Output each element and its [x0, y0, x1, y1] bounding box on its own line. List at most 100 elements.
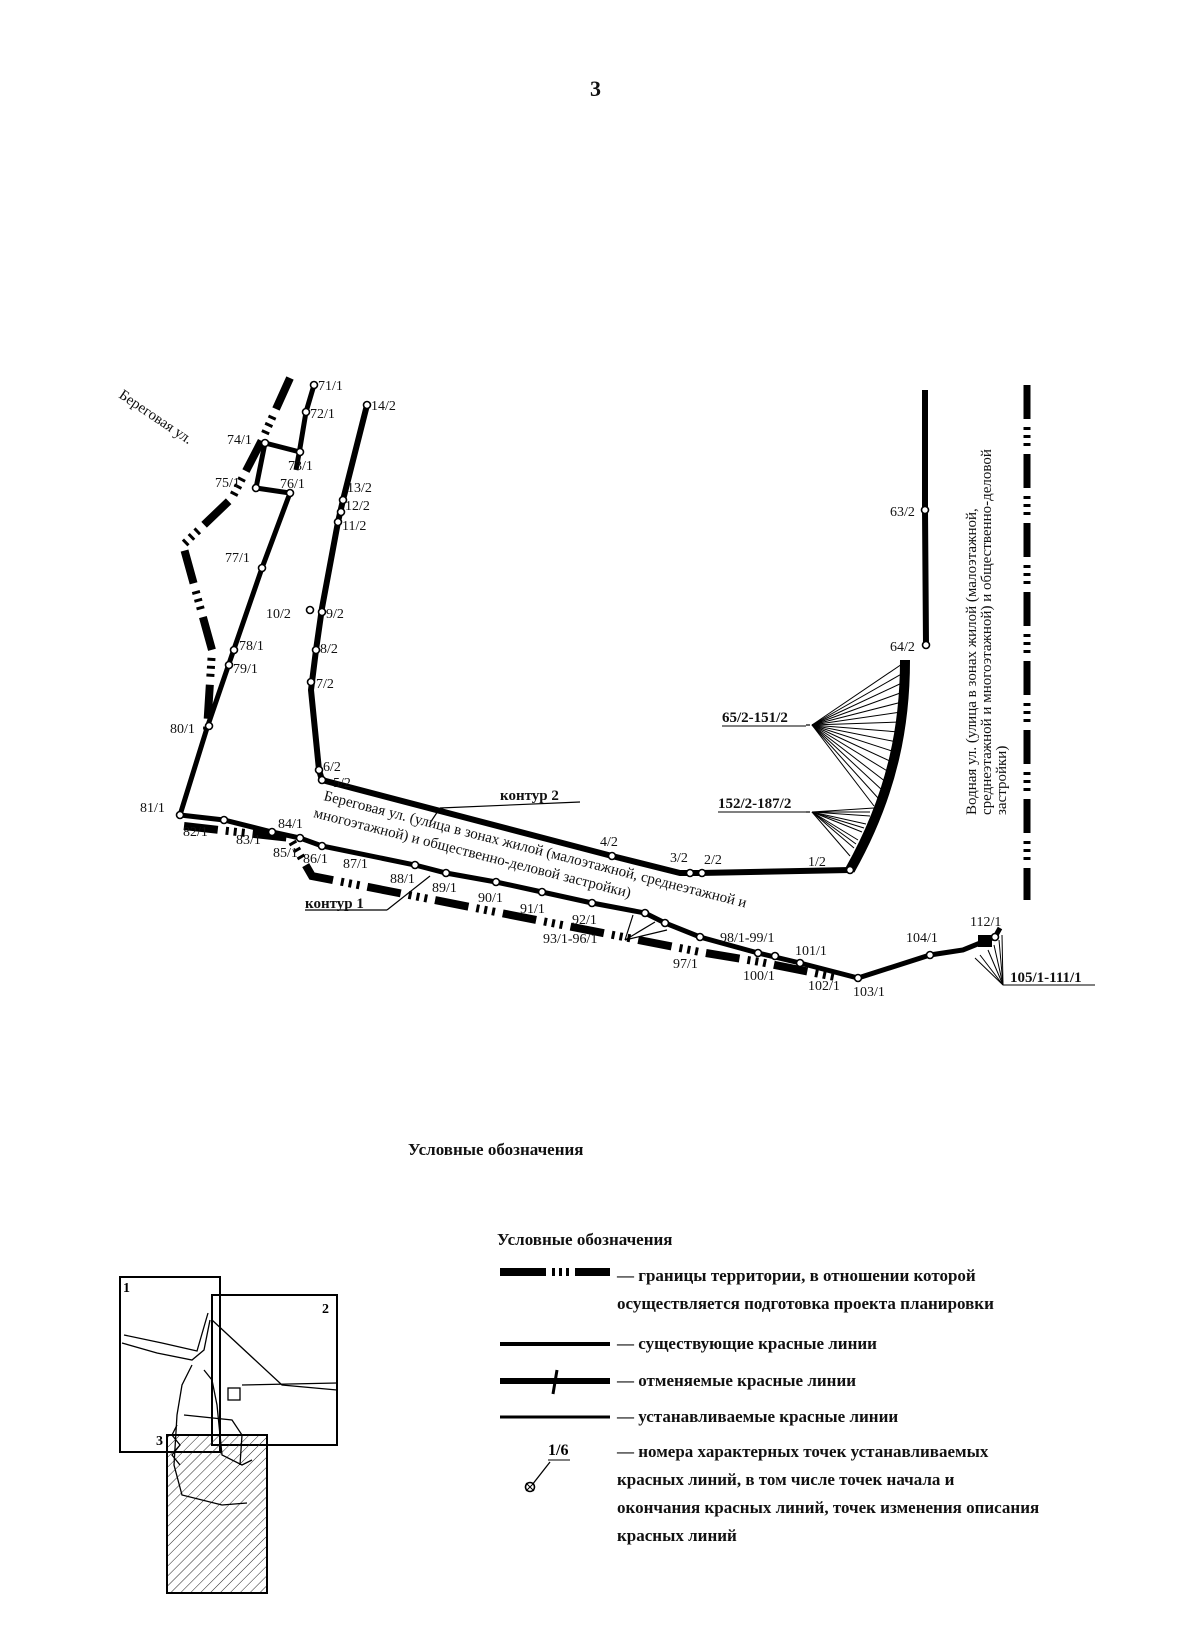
- point-label: 88/1: [390, 872, 415, 887]
- legend-sample-established: [500, 1415, 610, 1419]
- point-label: 1/2: [808, 855, 826, 870]
- point-label: 14/2: [371, 399, 396, 414]
- legend-line: окончания красных линий, точек изменения…: [617, 1498, 1040, 1517]
- point-label: 12/2: [345, 499, 370, 514]
- legend-sample-existing: [500, 1342, 610, 1346]
- point-label: 9/2: [326, 607, 344, 622]
- legend-line: осуществляется подготовка проекта планир…: [617, 1294, 994, 1313]
- street-beregovaya-short: Береговая ул.: [116, 387, 195, 448]
- point-label: 78/1: [239, 639, 264, 654]
- street-vodnaya-2: среднеэтажной и многоэтажной) и обществе…: [979, 449, 995, 815]
- point-label: 82/1: [183, 825, 208, 840]
- point-label: 7/2: [316, 677, 334, 692]
- point-cluster-105-111: [974, 934, 1095, 986]
- point-label: 8/2: [320, 642, 338, 657]
- legend-item-boundary: — границы территории, в отношении которо…: [500, 1262, 1180, 1322]
- point-label: 5/2: [333, 776, 351, 791]
- point-label: 112/1: [970, 915, 1001, 930]
- inset-label-3: 3: [156, 1434, 163, 1449]
- legend-sample-cancelled: [500, 1369, 610, 1395]
- point-label: 102/1: [808, 979, 840, 994]
- point-label: 100/1: [743, 969, 775, 984]
- legend-line: — существующие красные линии: [617, 1334, 877, 1353]
- legend-text: — отменяемые красные линии: [617, 1367, 1177, 1395]
- point-label: 74/1: [227, 433, 252, 448]
- range-98-99: 98/1-99/1: [720, 931, 774, 946]
- range-93-96: 93/1-96/1: [543, 932, 597, 947]
- point-label: 77/1: [225, 551, 250, 566]
- street-vodnaya-3: застройки): [994, 746, 1010, 815]
- point-label: 84/1: [278, 817, 303, 832]
- inset-label-2: 2: [322, 1302, 329, 1317]
- point-label: 101/1: [795, 944, 827, 959]
- point-fan-152-187: [811, 807, 875, 857]
- point-label: 86/1: [303, 852, 328, 867]
- page-number: 3: [590, 76, 601, 101]
- point-label: 92/1: [572, 913, 597, 928]
- point-label: 97/1: [673, 957, 698, 972]
- inset-frame-3: [166, 1434, 268, 1594]
- legend-item-existing: — существующие красные линии: [500, 1330, 1180, 1370]
- point-label: 79/1: [233, 662, 258, 677]
- inset-frame-1: [119, 1276, 221, 1453]
- range-65-151: 65/2-151/2: [722, 710, 788, 726]
- street-vodnaya-1: Водная ул. (улица в зонах жилой (малоэта…: [964, 508, 980, 815]
- leader-lines: [305, 724, 810, 941]
- inset-frame-2: [211, 1294, 338, 1446]
- point-label: 87/1: [343, 857, 368, 872]
- inset-sketch: [121, 1312, 338, 1506]
- legend-text: — существующие красные линии: [617, 1330, 1177, 1358]
- legend-text: — номера характерных точек устанавливаем…: [617, 1438, 1177, 1550]
- point-label: 104/1: [906, 931, 938, 946]
- red-lines-map: Береговая ул. Береговая ул. (улица в зон…: [116, 376, 1095, 1000]
- point-label: 73/1: [288, 459, 313, 474]
- legend-line: красных линий: [617, 1526, 737, 1545]
- contour-2-label: контур 2: [500, 788, 559, 804]
- point-label: 3/2: [670, 851, 688, 866]
- territory-boundary: [178, 376, 841, 982]
- legend-text: — границы территории, в отношении которо…: [617, 1262, 1177, 1318]
- point-label: 4/2: [600, 835, 618, 850]
- legend-item-cancelled: — отменяемые красные линии: [500, 1367, 1180, 1407]
- legend-item-point-numbers: 1/6 — номера характерных точек устанавли…: [500, 1438, 1180, 1558]
- cluster-marker: [978, 935, 992, 947]
- inset-label-1: 1: [123, 1281, 130, 1296]
- point-label: 63/2: [890, 505, 915, 520]
- legend-sample-label: 1/6: [548, 1442, 568, 1459]
- legend-text: — устанавливаемые красные линии: [617, 1403, 1177, 1431]
- legend-line: — отменяемые красные линии: [617, 1371, 857, 1390]
- point-label: 90/1: [478, 891, 503, 906]
- inset-key-map: 1 2 3: [119, 1276, 338, 1594]
- contour-1-label: контур 1: [305, 896, 364, 912]
- point-label: 89/1: [432, 881, 457, 896]
- contour-2-arc: [845, 659, 910, 873]
- point-label: 10/2: [266, 607, 291, 622]
- point-label: 76/1: [280, 477, 305, 492]
- point-label: 83/1: [236, 833, 261, 848]
- legend-sample-point: 1/6: [524, 1442, 570, 1493]
- point-label: 80/1: [170, 722, 195, 737]
- point-label: 72/1: [310, 407, 335, 422]
- legend-sample-boundary: [500, 1268, 610, 1276]
- point-label: 13/2: [347, 481, 372, 496]
- legend-heading-outer: Условные обозначения: [408, 1140, 584, 1159]
- point-label: 71/1: [318, 379, 343, 394]
- range-105-111: 105/1-111/1: [1010, 970, 1082, 986]
- legend-line: — границы территории, в отношении которо…: [617, 1266, 976, 1285]
- legend-line: — устанавливаемые красные линии: [617, 1407, 899, 1426]
- range-152-187: 152/2-187/2: [718, 796, 791, 812]
- point-label: 75/1: [215, 476, 240, 491]
- point-label: 81/1: [140, 801, 165, 816]
- point-label: 11/2: [342, 519, 366, 534]
- point-label: 103/1: [853, 985, 885, 1000]
- point-fan-65-151: [811, 661, 906, 807]
- point-markers: [175, 380, 1000, 983]
- point-label: 6/2: [323, 760, 341, 775]
- contour-2-lines: [307, 390, 929, 876]
- legend-line: — номера характерных точек устанавливаем…: [617, 1442, 989, 1461]
- point-label: 85/1: [273, 846, 298, 861]
- point-label: 64/2: [890, 640, 915, 655]
- point-label: 91/1: [520, 902, 545, 917]
- legend-item-established: — устанавливаемые красные линии: [500, 1403, 1180, 1443]
- legend-heading-inner: Условные обозначения: [497, 1230, 673, 1249]
